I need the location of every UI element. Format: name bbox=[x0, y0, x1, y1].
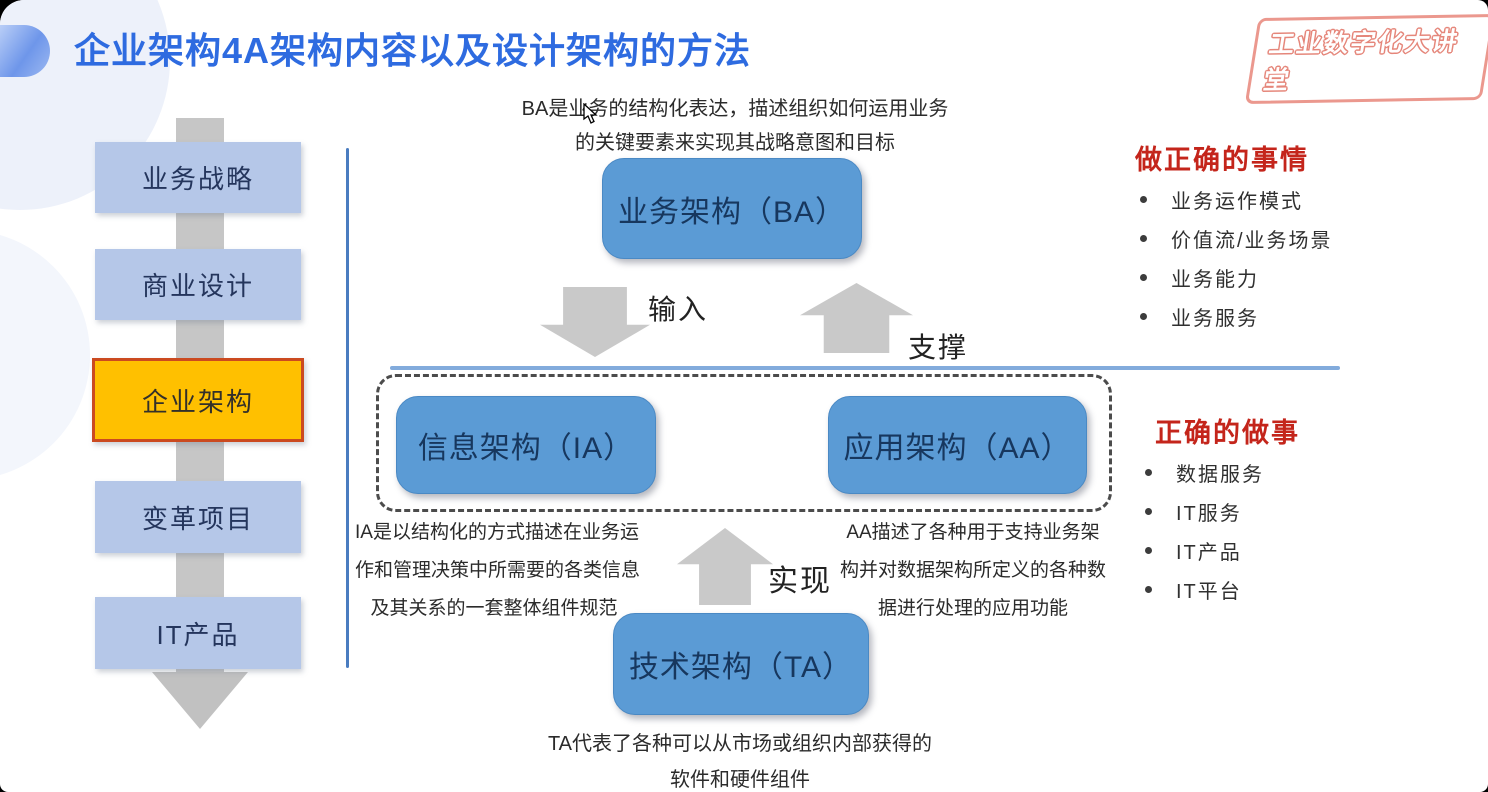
flow-box-label: 变革项目 bbox=[141, 503, 254, 534]
arch-box-ba-label: 业务架构（BA） bbox=[617, 195, 847, 229]
list-item: 业务能力 bbox=[1140, 258, 1333, 297]
list-item-label: 价值流/业务场景 bbox=[1171, 230, 1333, 252]
flow-box-enterprise-architecture-highlighted: 企业架构 bbox=[92, 358, 304, 442]
flow-box-transformation-project: 变革项目 bbox=[95, 481, 301, 553]
flow-box-business-strategy: 业务战略 bbox=[95, 142, 301, 213]
list-item-label: 数据服务 bbox=[1176, 464, 1264, 486]
aa-description-line3: 据进行处理的应用功能 bbox=[877, 598, 1068, 619]
list-item-label: IT平台 bbox=[1176, 581, 1242, 603]
ta-description-line2: 软件和硬件组件 bbox=[670, 769, 810, 791]
arch-box-ia-label: 信息架构（IA） bbox=[417, 432, 635, 465]
vertical-divider-line bbox=[346, 148, 349, 668]
aa-description-line2: 构并对数据架构所定义的各种数 bbox=[839, 560, 1106, 581]
up-arrow-realize bbox=[677, 528, 773, 605]
ia-description-line2: 作和管理决策中所需要的各类信息 bbox=[355, 560, 641, 581]
aa-description: AA描述了各种用于支持业务架 构并对数据架构所定义的各种数 据进行处理的应用功能 bbox=[832, 514, 1114, 628]
list-item: 业务服务 bbox=[1140, 297, 1333, 336]
list-item: 数据服务 bbox=[1145, 453, 1264, 492]
list-item-label: 业务运作模式 bbox=[1171, 191, 1303, 213]
up-arrow-support bbox=[800, 283, 913, 353]
ta-description-line1: TA代表了各种可以从市场或组织内部获得的 bbox=[547, 733, 933, 755]
mouse-cursor-icon bbox=[583, 102, 599, 130]
ia-aa-dashed-group bbox=[376, 374, 1112, 512]
ba-description: BA是业务的结构化表达，描述组织如何运用业务 的关键要素来实现其战略意图和目标 bbox=[450, 92, 1020, 160]
arch-box-aa: 应用架构（AA） bbox=[828, 396, 1087, 494]
bullet-icon bbox=[1140, 274, 1147, 281]
page-title: 企业架构4A架构内容以及设计架构的方法 bbox=[74, 30, 752, 71]
ta-description: TA代表了各种可以从市场或组织内部获得的 软件和硬件组件 bbox=[495, 726, 985, 792]
arrow-label-support: 支撑 bbox=[908, 332, 969, 363]
flow-box-it-product: IT产品 bbox=[95, 597, 301, 669]
bullet-icon bbox=[1145, 586, 1152, 593]
title-accent-pill bbox=[0, 25, 50, 77]
arrow-label-realize: 实现 bbox=[768, 565, 832, 598]
bullet-icon bbox=[1145, 508, 1152, 515]
arch-box-aa-label: 应用架构（AA） bbox=[843, 432, 1072, 465]
heading-do-right-things: 做正确的事情 bbox=[1135, 145, 1309, 175]
flow-box-label: 企业架构 bbox=[141, 386, 254, 417]
heading-doing-things-right: 正确的做事 bbox=[1155, 418, 1300, 448]
ia-description-line1: IA是以结构化的方式描述在业务运 bbox=[355, 522, 639, 543]
ba-description-line2: 的关键要素来实现其战略意图和目标 bbox=[575, 132, 895, 154]
list-item-label: 业务服务 bbox=[1171, 308, 1259, 330]
flow-arrow-head bbox=[152, 672, 248, 729]
bullet-icon bbox=[1140, 313, 1147, 320]
arch-box-ta-label: 技术架构（TA） bbox=[628, 651, 854, 684]
aa-description-line1: AA描述了各种用于支持业务架 bbox=[846, 522, 1100, 543]
ba-description-line1: BA是业务的结构化表达，描述组织如何运用业务 bbox=[521, 98, 949, 120]
decor-circle bbox=[0, 230, 90, 480]
list-item: 价值流/业务场景 bbox=[1140, 219, 1333, 258]
bullet-icon bbox=[1140, 235, 1147, 242]
ia-description-line3: 及其关系的一套整体组件规范 bbox=[370, 598, 618, 619]
list-item-label: 业务能力 bbox=[1171, 269, 1259, 291]
horizontal-divider-line bbox=[390, 366, 1340, 370]
watermark-logo: 工业数字化大讲堂 bbox=[1244, 13, 1488, 105]
flow-box-business-design: 商业设计 bbox=[95, 249, 301, 320]
arch-box-ia: 信息架构（IA） bbox=[396, 396, 656, 494]
down-arrow-input bbox=[540, 287, 650, 357]
flow-box-label: IT产品 bbox=[156, 619, 240, 650]
ia-description: IA是以结构化的方式描述在业务运 作和管理决策中所需要的各类信息 及其关系的一套… bbox=[355, 514, 641, 628]
list-item: 业务运作模式 bbox=[1140, 180, 1333, 219]
bullet-icon bbox=[1145, 547, 1152, 554]
bullet-list-top: 业务运作模式 价值流/业务场景 业务能力 业务服务 bbox=[1140, 180, 1333, 336]
flow-box-label: 业务战略 bbox=[141, 164, 254, 194]
list-item-label: IT产品 bbox=[1176, 542, 1242, 564]
flow-box-label: 商业设计 bbox=[141, 271, 254, 301]
arch-box-ta: 技术架构（TA） bbox=[613, 613, 869, 715]
arch-box-ba: 业务架构（BA） bbox=[602, 158, 862, 259]
watermark-logo-text: 工业数字化大讲堂 bbox=[1261, 27, 1462, 95]
arrow-label-input: 输入 bbox=[648, 294, 709, 325]
list-item: IT平台 bbox=[1145, 570, 1264, 609]
list-item: IT产品 bbox=[1145, 531, 1264, 570]
bullet-list-bottom: 数据服务 IT服务 IT产品 IT平台 bbox=[1145, 453, 1264, 609]
bullet-icon bbox=[1145, 469, 1152, 476]
list-item: IT服务 bbox=[1145, 492, 1264, 531]
bullet-icon bbox=[1140, 196, 1147, 203]
list-item-label: IT服务 bbox=[1176, 503, 1242, 525]
